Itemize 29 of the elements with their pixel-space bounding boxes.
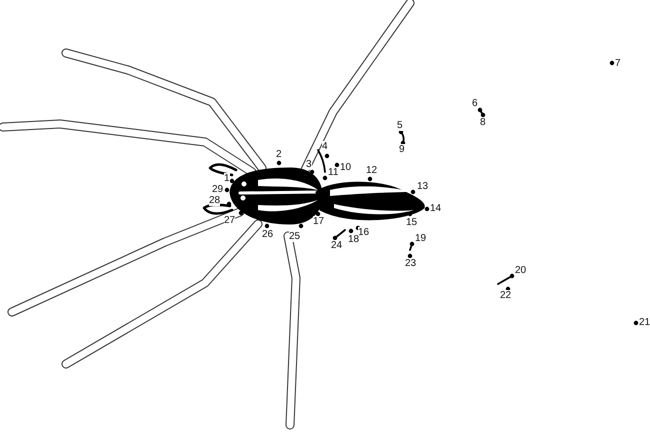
dot-number: 25 [289, 231, 300, 242]
dot-number: 15 [406, 217, 418, 228]
dot-number: 12 [366, 165, 378, 176]
dot-number: 14 [430, 203, 442, 214]
dot-number: 5 [397, 120, 403, 131]
dot-number: 22 [500, 290, 512, 301]
dot-number: 2 [276, 149, 282, 160]
dot-number: 17 [313, 216, 324, 227]
dot-number: 8 [480, 117, 486, 128]
dot-number: 7 [615, 58, 621, 69]
dot-number: 4 [322, 141, 328, 152]
dot-number: 9 [399, 144, 405, 155]
dot-number: 18 [348, 234, 360, 245]
dot-number: 24 [331, 240, 342, 251]
dot-number: 27 [224, 215, 236, 226]
dot-number: 19 [415, 233, 426, 244]
dot-number: 13 [417, 181, 428, 192]
dot-number: 11 [328, 167, 338, 178]
dot-number: 20 [515, 265, 526, 276]
dot-number: 6 [472, 98, 478, 109]
dot-number: 10 [340, 162, 352, 173]
dot-number: 29 [212, 184, 224, 195]
dot-number: 23 [405, 258, 416, 269]
dot-number: 26 [262, 229, 274, 240]
dot-number: 1 [224, 173, 230, 184]
dot-number: 21 [639, 317, 650, 328]
dot-number: 3 [306, 159, 312, 170]
dot-number: 16 [358, 227, 370, 238]
dot-number: 28 [209, 195, 220, 206]
